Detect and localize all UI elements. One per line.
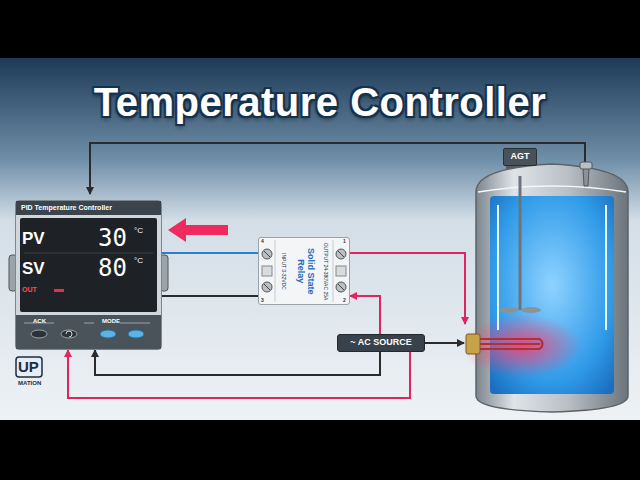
reset-button bbox=[61, 330, 77, 338]
screw-slot bbox=[264, 251, 270, 257]
node-title: PID Temperature Controller bbox=[16, 201, 161, 215]
terminal-number: 4 bbox=[261, 239, 264, 244]
signal-wires bbox=[350, 253, 465, 324]
tank bbox=[497, 205, 499, 330]
heater-element bbox=[540, 339, 543, 349]
relay-divider bbox=[275, 240, 276, 302]
brand-logo-text: MATION bbox=[18, 380, 41, 386]
brand-logo bbox=[16, 357, 42, 377]
heater-element bbox=[480, 339, 540, 349]
tank bbox=[499, 307, 519, 313]
relay-rating: INPUT 3-32VDC bbox=[281, 253, 286, 290]
screw-terminal bbox=[336, 249, 346, 259]
display-divider bbox=[24, 253, 153, 254]
terminal-number: 2 bbox=[343, 298, 346, 303]
out-label: OUT bbox=[22, 286, 37, 293]
mount-hole bbox=[336, 266, 346, 276]
node-title: AGT bbox=[504, 149, 536, 163]
heater-element bbox=[466, 334, 543, 354]
tank bbox=[521, 307, 541, 313]
brand-logo bbox=[16, 357, 42, 377]
pv-label: PV bbox=[22, 230, 45, 247]
control-wire bbox=[162, 295, 258, 297]
relay-divider bbox=[333, 240, 334, 302]
mode-button bbox=[128, 330, 144, 338]
tank bbox=[605, 205, 607, 330]
power-wire bbox=[350, 296, 380, 334]
ground-panel bbox=[0, 58, 640, 420]
terminal-number: 1 bbox=[343, 239, 346, 244]
screw-slot bbox=[338, 251, 344, 257]
display-screen bbox=[20, 218, 157, 312]
output-indicator bbox=[54, 289, 64, 292]
mode-label: MODE bbox=[102, 318, 120, 324]
screw-terminal bbox=[262, 282, 272, 292]
mount-hole bbox=[262, 266, 272, 276]
control-wire bbox=[162, 252, 258, 254]
node-title: Solid State Relay bbox=[296, 240, 317, 302]
set-value: 80 bbox=[98, 256, 127, 280]
screw-terminal bbox=[336, 282, 346, 292]
tank bbox=[478, 186, 626, 192]
tank bbox=[519, 176, 522, 310]
power-wire bbox=[68, 350, 410, 398]
signal-wires bbox=[425, 342, 464, 344]
heater-element bbox=[466, 334, 480, 354]
unit-label: °C bbox=[134, 257, 143, 265]
ac-source-box: ~ AC SOURCE bbox=[337, 334, 425, 352]
ack-label: ACK bbox=[33, 318, 46, 324]
diagram-title: Temperature Controller bbox=[0, 80, 640, 125]
relay-rating: OUTPUT 24-380VAC 25A bbox=[324, 242, 329, 300]
screw-slot bbox=[338, 284, 344, 290]
tank bbox=[583, 168, 589, 186]
tank bbox=[462, 160, 628, 412]
pointer-arrow bbox=[168, 218, 228, 242]
agitator-motor: AGT bbox=[503, 148, 537, 166]
reset-icon bbox=[66, 331, 72, 337]
screw-slot bbox=[264, 284, 270, 290]
power-wire bbox=[95, 350, 380, 375]
tank bbox=[580, 162, 592, 169]
screw-terminal bbox=[262, 249, 272, 259]
solid-state-relay: Solid State Relay bbox=[258, 237, 350, 305]
node-title: ~ AC SOURCE bbox=[338, 335, 424, 349]
brand-logo-text: UP bbox=[18, 359, 39, 374]
tank bbox=[462, 314, 582, 378]
controller-header bbox=[16, 201, 161, 215]
terminal-number: 3 bbox=[261, 298, 264, 303]
process-value: 30 bbox=[98, 226, 127, 250]
unit-label: °C bbox=[134, 227, 143, 235]
mode-button bbox=[100, 330, 116, 338]
keypad-panel bbox=[16, 315, 161, 349]
ack-button bbox=[31, 330, 47, 338]
sv-label: SV bbox=[22, 260, 45, 277]
